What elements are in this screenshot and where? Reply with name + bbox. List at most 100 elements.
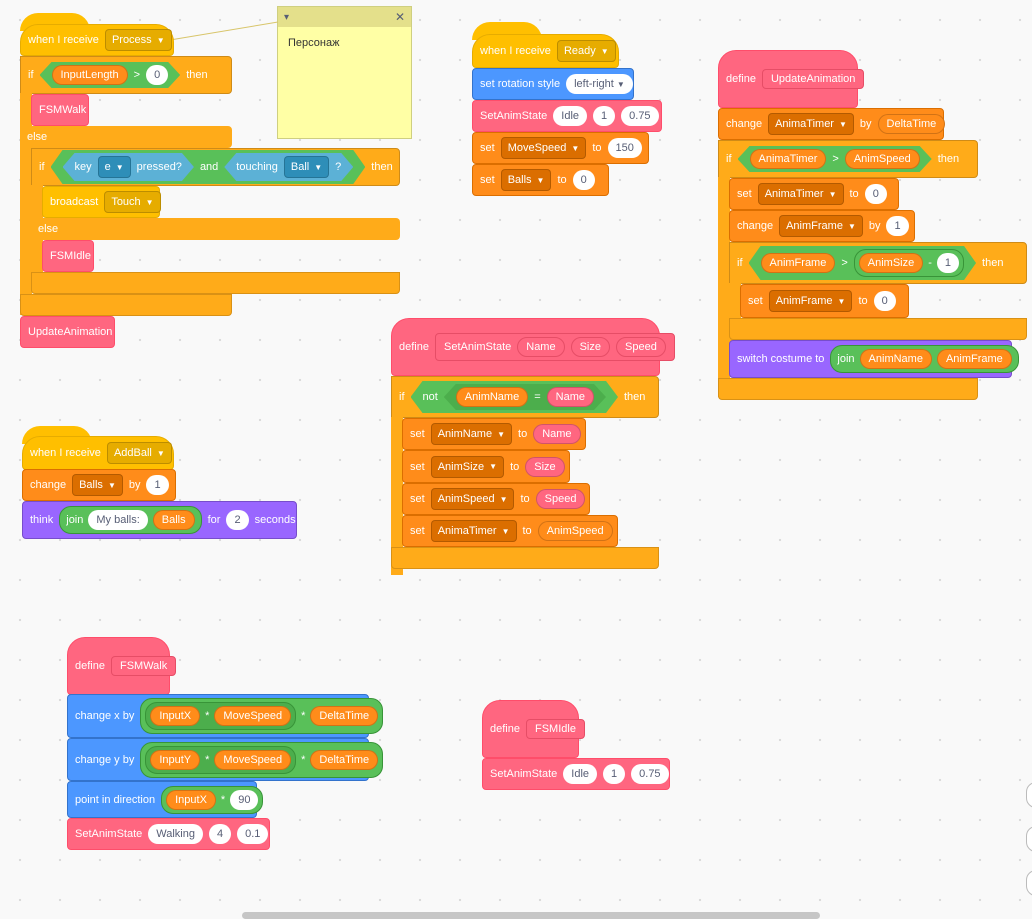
when-i-receive-block[interactable]: when I receive Process▼ bbox=[20, 24, 174, 56]
define-block[interactable]: define UpdateAnimation bbox=[718, 50, 865, 108]
chevron-down-icon: ▼ bbox=[501, 526, 510, 536]
multiply-operator[interactable]: InputX * 90 bbox=[161, 785, 264, 814]
message-dropdown[interactable]: Process▼ bbox=[104, 29, 172, 51]
think-for-seconds-block[interactable]: think join My balls: Balls for 2 seconds bbox=[22, 501, 297, 539]
comment-note[interactable]: ▾ ✕ Персонаж bbox=[277, 6, 412, 139]
point-in-direction-block[interactable]: point in direction InputX * 90 bbox=[67, 781, 264, 818]
variable-dropdown[interactable]: AnimFrame▼ bbox=[768, 290, 853, 312]
set-variable-block[interactable]: set AnimaTimer▼ to 0 bbox=[729, 178, 899, 210]
if-block[interactable]: if not AnimName = Name then bbox=[391, 376, 659, 418]
equals-operator[interactable]: AnimName = Name bbox=[444, 384, 606, 410]
variable-dropdown[interactable]: AnimName▼ bbox=[430, 423, 513, 445]
multiply-operator[interactable]: InputX * MoveSpeed * DeltaTime bbox=[140, 698, 384, 734]
variable-dropdown[interactable]: AnimSize▼ bbox=[430, 455, 505, 478]
variable-dropdown[interactable]: AnimaTimer▼ bbox=[430, 520, 517, 542]
key-dropdown[interactable]: e▼ bbox=[98, 156, 131, 178]
set-variable-block[interactable]: set AnimFrame▼ to 0 bbox=[740, 284, 909, 318]
c-bottom bbox=[31, 272, 400, 294]
comment-text[interactable]: Персонаж bbox=[288, 37, 340, 49]
key-pressed-sensing[interactable]: key e▼ pressed? bbox=[63, 153, 194, 181]
c-bottom bbox=[20, 294, 232, 316]
set-rotation-style-block[interactable]: set rotation style left-right ▼ bbox=[472, 68, 634, 100]
chevron-down-icon: ▼ bbox=[499, 494, 508, 504]
subtract-operator[interactable]: AnimSize - 1 bbox=[854, 249, 964, 277]
comment-header[interactable]: ▾ ✕ bbox=[278, 7, 411, 27]
variable-dropdown[interactable]: Balls▼ bbox=[500, 169, 552, 191]
else-label-bar: else bbox=[31, 218, 400, 240]
multiply-operator[interactable]: InputY * MoveSpeed bbox=[145, 745, 297, 774]
set-variable-block[interactable]: set AnimName▼ to Name bbox=[402, 418, 586, 450]
setanimstate-call-block[interactable]: SetAnimState Walking 4 0.1 bbox=[67, 818, 270, 850]
number-field[interactable]: 0 bbox=[146, 65, 168, 85]
chevron-down-icon: ▼ bbox=[847, 221, 856, 231]
define-block[interactable]: define SetAnimState Name Size Speed bbox=[391, 318, 675, 376]
if-else-block[interactable]: if InputLength > 0 then bbox=[20, 56, 232, 94]
chevron-down-icon: ▼ bbox=[828, 189, 837, 199]
fsmwalk-call-block[interactable]: FSMWalk bbox=[31, 94, 89, 126]
broadcast-block[interactable]: broadcast Touch▼ bbox=[42, 186, 161, 218]
c-bottom bbox=[391, 547, 659, 569]
c-arm bbox=[391, 417, 403, 575]
join-operator[interactable]: join My balls: Balls bbox=[59, 506, 202, 534]
variable-dropdown[interactable]: AnimaTimer▼ bbox=[757, 183, 844, 205]
not-operator[interactable]: not AnimName = Name bbox=[411, 381, 618, 413]
procedure-name[interactable]: UpdateAnimation bbox=[761, 69, 865, 89]
touching-dropdown[interactable]: Ball▼ bbox=[284, 156, 329, 178]
variable-dropdown[interactable]: MoveSpeed▼ bbox=[500, 137, 587, 159]
multiply-operator[interactable]: InputY * MoveSpeed * DeltaTime bbox=[140, 741, 384, 778]
variable-dropdown[interactable]: AnimFrame▼ bbox=[779, 215, 863, 237]
chevron-down-icon: ▼ bbox=[600, 46, 609, 56]
horizontal-scrollbar[interactable] bbox=[242, 912, 820, 919]
when-i-receive-block[interactable]: when I receive Ready▼ bbox=[472, 34, 619, 68]
change-x-block[interactable]: change x by InputX * MoveSpeed * DeltaTi… bbox=[67, 694, 384, 738]
deltatime-reporter[interactable]: DeltaTime bbox=[877, 114, 946, 134]
procedure-name[interactable]: FSMWalk bbox=[110, 656, 177, 676]
close-icon[interactable]: ✕ bbox=[394, 10, 405, 24]
c-bottom bbox=[718, 378, 978, 400]
change-y-block[interactable]: change y by InputY * MoveSpeed * DeltaTi… bbox=[67, 738, 384, 781]
collapse-icon[interactable]: ▾ bbox=[284, 11, 290, 23]
message-dropdown[interactable]: Touch▼ bbox=[104, 191, 161, 213]
inputlength-reporter[interactable]: InputLength bbox=[52, 65, 128, 85]
when-i-receive-block[interactable]: when I receive AddBall▼ bbox=[22, 436, 174, 470]
c-arm bbox=[718, 177, 730, 397]
variable-dropdown[interactable]: AnimSpeed▼ bbox=[430, 488, 515, 510]
greater-than-operator[interactable]: InputLength > 0 bbox=[40, 62, 181, 88]
change-variable-block[interactable]: change Balls▼ by 1 bbox=[22, 469, 176, 501]
define-block[interactable]: define FSMIdle bbox=[482, 700, 585, 758]
updateanimation-call-block[interactable]: UpdateAnimation bbox=[20, 316, 115, 348]
rotation-style-dropdown[interactable]: left-right ▼ bbox=[566, 74, 633, 94]
variable-dropdown[interactable]: Balls▼ bbox=[72, 474, 123, 496]
if-block[interactable]: if AnimaTimer > AnimSpeed then bbox=[718, 140, 978, 178]
message-dropdown[interactable]: AddBall▼ bbox=[106, 442, 172, 464]
change-variable-block[interactable]: change AnimFrame▼ by 1 bbox=[729, 210, 915, 242]
variable-dropdown[interactable]: AnimaTimer▼ bbox=[768, 113, 854, 135]
and-operator[interactable]: key e▼ pressed? and touching Ball▼ ? bbox=[51, 150, 366, 184]
if-block[interactable]: if AnimFrame > AnimSize - 1 then bbox=[729, 242, 1027, 284]
chevron-down-icon: ▼ bbox=[497, 429, 506, 439]
block-label: then bbox=[186, 69, 208, 81]
setanimstate-call-block[interactable]: SetAnimState Idle 1 0.75 bbox=[482, 758, 670, 790]
multiply-operator[interactable]: InputX * MoveSpeed bbox=[145, 702, 297, 730]
message-dropdown[interactable]: Ready▼ bbox=[556, 40, 616, 62]
set-variable-block[interactable]: set MoveSpeed▼ to 150 bbox=[472, 132, 649, 164]
touching-sensing[interactable]: touching Ball▼ ? bbox=[224, 153, 353, 181]
block-label: when I receive bbox=[28, 34, 99, 46]
setanimstate-call-block[interactable]: SetAnimState Idle 1 0.75 bbox=[472, 100, 662, 132]
join-operator[interactable]: join AnimName AnimFrame bbox=[830, 345, 1019, 373]
if-else-block[interactable]: if key e▼ pressed? and touching Ball▼ ? … bbox=[31, 148, 400, 186]
greater-than-operator[interactable]: AnimFrame > AnimSize - 1 bbox=[749, 246, 977, 280]
set-variable-block[interactable]: set Balls▼ to 0 bbox=[472, 164, 609, 196]
set-variable-block[interactable]: set AnimSpeed▼ to Speed bbox=[402, 483, 590, 515]
procedure-signature[interactable]: SetAnimState Name Size Speed bbox=[434, 333, 675, 361]
procedure-name[interactable]: FSMIdle bbox=[525, 719, 585, 739]
chevron-down-icon: ▼ bbox=[571, 143, 580, 153]
set-variable-block[interactable]: set AnimaTimer▼ to AnimSpeed bbox=[402, 515, 618, 547]
fsmidle-call-block[interactable]: FSMIdle bbox=[42, 240, 94, 272]
greater-than-operator[interactable]: AnimaTimer > AnimSpeed bbox=[738, 146, 932, 172]
chevron-down-icon: ▼ bbox=[107, 480, 116, 490]
change-variable-block[interactable]: change AnimaTimer▼ by DeltaTime bbox=[718, 108, 946, 140]
define-block[interactable]: define FSMWalk bbox=[67, 637, 177, 695]
switch-costume-block[interactable]: switch costume to join AnimName AnimFram… bbox=[729, 340, 1019, 378]
set-variable-block[interactable]: set AnimSize▼ to Size bbox=[402, 450, 570, 483]
